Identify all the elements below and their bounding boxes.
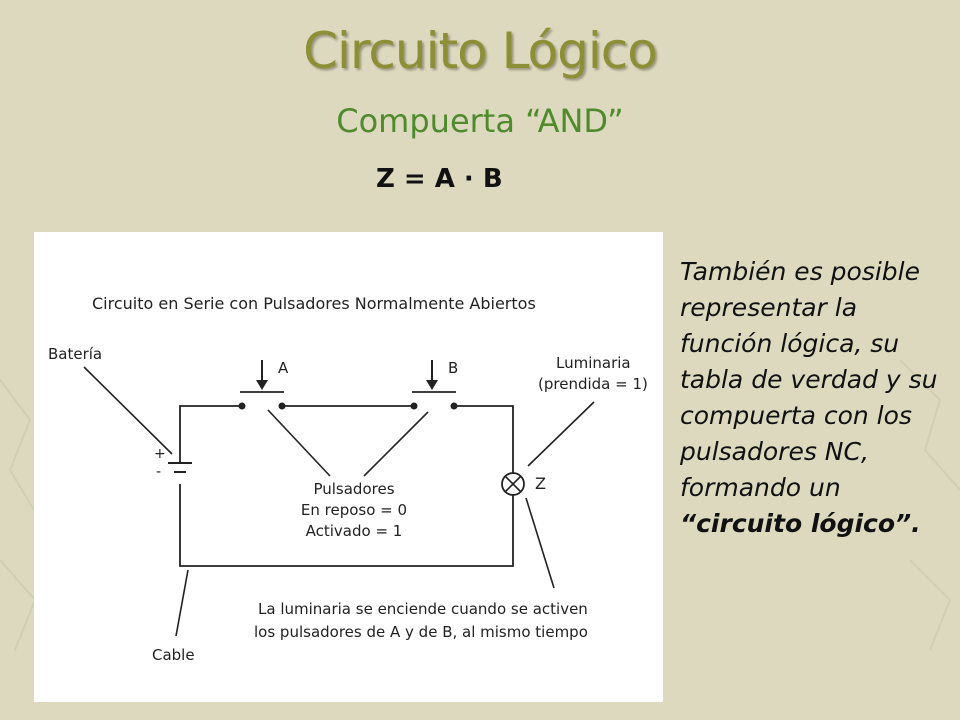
lamp-icon [501, 472, 525, 496]
switch-a-arrowhead [256, 380, 268, 390]
switch-a-label: A [278, 359, 289, 377]
side-description: También es posible representar la funció… [680, 254, 950, 542]
pulsadores-activado: Activado = 1 [306, 522, 403, 540]
note-line2: los pulsadores de A y de B, al mismo tie… [254, 623, 588, 641]
switch-a-contact-right [278, 402, 286, 410]
side-text-emphasis: “circuito lógico”. [680, 509, 921, 538]
circuit-diagram: Circuito en Serie con Pulsadores Normalm… [34, 232, 663, 702]
switch-b-contact-left [410, 402, 418, 410]
lamp-cross-2 [504, 475, 522, 493]
switch-b-arrowhead [426, 380, 438, 390]
cable-label: Cable [152, 646, 195, 664]
pulsador-a-pointer [267, 409, 331, 477]
battery-pointer [83, 366, 173, 455]
lamp-label-line1: Luminaria [556, 354, 631, 372]
battery-minus: - [156, 464, 161, 480]
page-subtitle: Compuerta “AND” [336, 102, 624, 140]
diagram-heading: Circuito en Serie con Pulsadores Normalm… [92, 294, 536, 313]
circuit-svg: Circuito en Serie con Pulsadores Normalm… [48, 294, 648, 664]
circuit-wire [179, 405, 514, 567]
lamp-label-line2: (prendida = 1) [538, 375, 648, 393]
switch-b-label: B [448, 359, 458, 377]
switch-a-contact-left [238, 402, 246, 410]
lamp-z-label: Z [535, 474, 546, 493]
pulsadores-label: Pulsadores [313, 480, 394, 498]
note-line1: La luminaria se enciende cuando se activ… [258, 600, 588, 618]
pulsadores-reposo: En reposo = 0 [301, 501, 407, 519]
pulsador-b-pointer [363, 411, 429, 477]
switch-b-contact-right [450, 402, 458, 410]
lamp-pointer-bottom [525, 497, 555, 589]
side-text-body: También es posible representar la funció… [680, 257, 938, 502]
battery-plus: + [154, 446, 166, 462]
cable-pointer [175, 569, 189, 637]
lamp-pointer-top [527, 401, 595, 467]
page-title: Circuito Lógico [303, 22, 658, 80]
battery-label: Batería [48, 345, 102, 363]
and-formula: Z = A · B [376, 164, 503, 194]
